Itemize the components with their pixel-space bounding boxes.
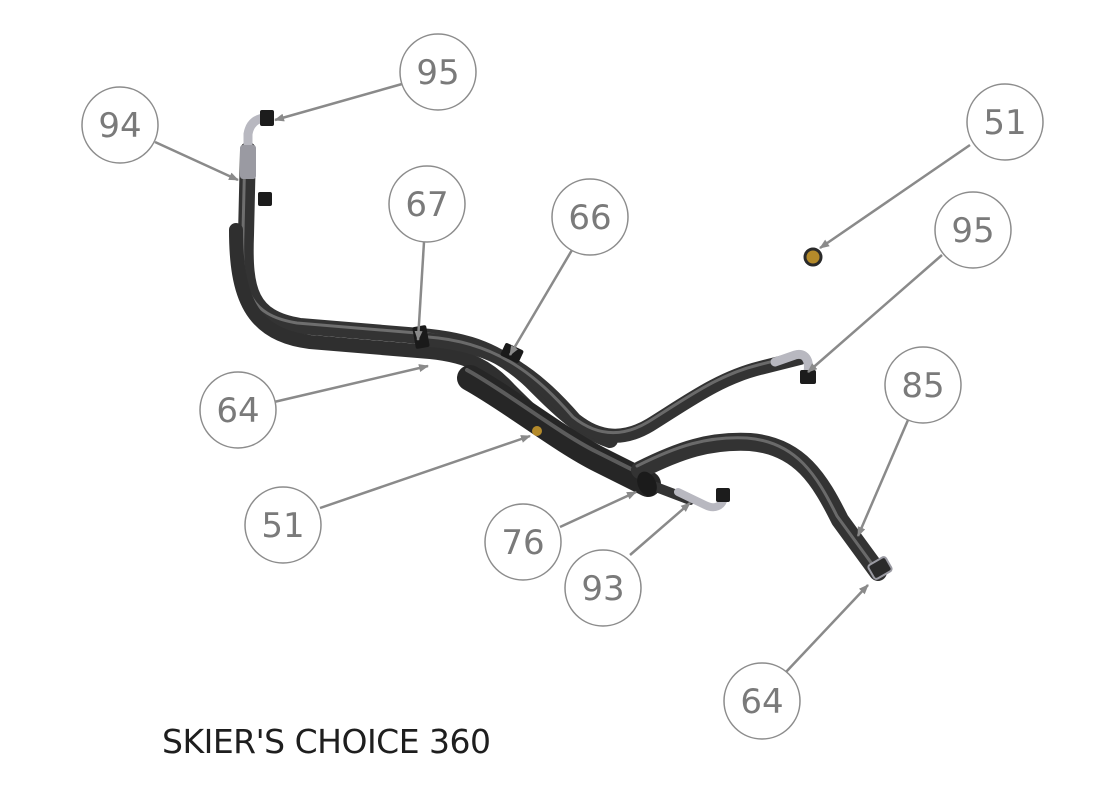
callout-balloon-85: 85 (884, 346, 962, 424)
hose-right-upper-highlight (426, 335, 800, 435)
callout-balloon-51-right: 51 (966, 83, 1044, 161)
callout-balloon-64-left: 64 (199, 371, 277, 449)
hose-assembly (229, 142, 887, 581)
hose-lower-right-highlight (635, 436, 877, 570)
callout-label-95-right: 95 (951, 211, 994, 251)
callout-label-51-right: 51 (983, 103, 1026, 143)
fittings (240, 110, 893, 580)
model-caption: SKIER'S CHOICE 360 (162, 722, 491, 761)
leader-51-right (819, 143, 971, 250)
leader-67 (414, 241, 426, 341)
leader-93 (629, 502, 691, 556)
callout-label-93: 93 (581, 569, 624, 609)
hose-sleeve (457, 365, 661, 497)
callout-label-85: 85 (901, 366, 944, 406)
brass-fitting-51-on-hose (532, 426, 542, 436)
leader-94 (154, 140, 239, 182)
leader-76 (559, 490, 637, 529)
fitting-nut-top-left (260, 110, 274, 126)
callout-balloon-93: 93 (564, 549, 642, 627)
callout-label-76: 76 (501, 523, 544, 563)
callout-balloon-64-bottom: 64 (723, 662, 801, 740)
callout-label-66: 66 (568, 198, 611, 238)
callout-balloon-76: 76 (484, 503, 562, 581)
leader-51-left (319, 434, 531, 510)
callout-label-94: 94 (98, 106, 141, 146)
brass-fitting-51 (803, 247, 823, 267)
leader-95-right (807, 254, 943, 373)
callout-label-64-bottom: 64 (740, 682, 783, 722)
leader-66 (508, 249, 574, 356)
fitting-nut-right (800, 370, 816, 384)
callout-balloon-51-left: 51 (244, 486, 322, 564)
callout-balloons: 94 95 67 66 51 95 (81, 33, 1044, 740)
crimp-ferrule-top-left (240, 145, 256, 179)
callout-label-51-left: 51 (261, 506, 304, 546)
leader-95-top (274, 82, 403, 122)
clamp-top-left (258, 192, 272, 206)
leader-85 (856, 419, 910, 537)
callout-balloon-95-top: 95 (399, 33, 477, 111)
fitting-nut-93 (716, 488, 730, 502)
hose-right-upper (423, 333, 807, 443)
callout-label-95-top: 95 (416, 53, 459, 93)
hose-sleeve-highlight (465, 368, 647, 478)
callout-balloon-66: 66 (551, 178, 629, 256)
fitting-end-lower-right (867, 556, 893, 580)
sleeve-end-76 (637, 471, 657, 497)
leader-64-bottom (785, 584, 869, 673)
callout-label-64-left: 64 (216, 391, 259, 431)
leader-64-left (273, 364, 429, 404)
callout-balloon-95-right: 95 (934, 191, 1012, 269)
callout-label-67: 67 (405, 185, 448, 225)
callout-balloon-67: 67 (388, 165, 466, 243)
callout-balloon-94: 94 (81, 86, 159, 164)
hose-lower-right (631, 432, 887, 581)
leader-lines (154, 82, 971, 673)
